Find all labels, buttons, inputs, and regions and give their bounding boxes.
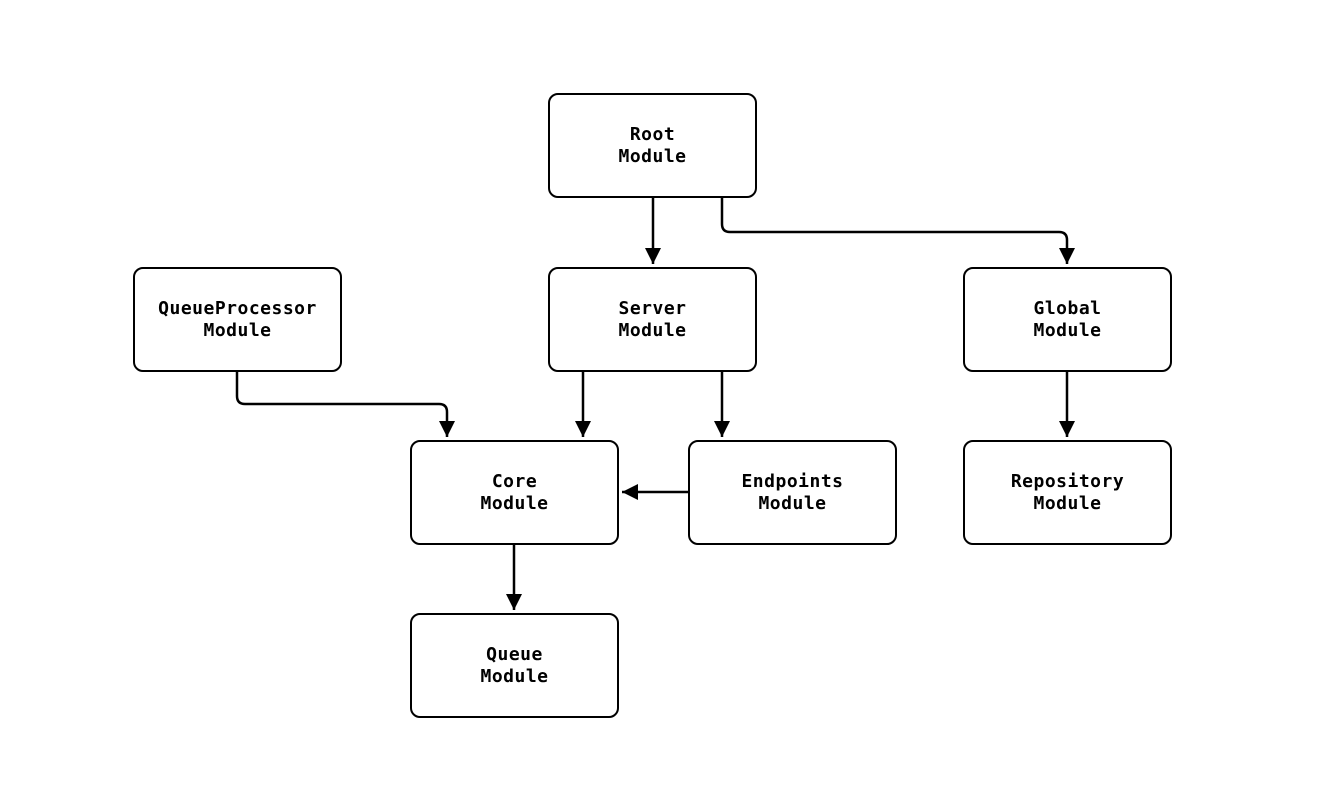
edge-queueprocessor-module-to-core-module — [235, 372, 455, 437]
node-core-module: Core Module — [410, 440, 619, 545]
node-global-module-label: Global Module — [1033, 297, 1102, 341]
edge-root-module-to-global-module — [720, 198, 1075, 264]
node-queue-module-label: Queue Module — [480, 643, 549, 687]
node-queueprocessor-module-label: QueueProcessor Module — [158, 297, 317, 341]
node-global-module: Global Module — [963, 267, 1172, 372]
node-repository-module: Repository Module — [963, 440, 1172, 545]
node-repository-module-label: Repository Module — [1010, 470, 1125, 514]
node-core-module-label: Core Module — [480, 470, 549, 514]
node-root-module-label: Root Module — [618, 123, 687, 167]
node-queue-module: Queue Module — [410, 613, 619, 718]
node-queueprocessor-module: QueueProcessor Module — [133, 267, 342, 372]
node-endpoints-module-label: Endpoints Module — [741, 470, 844, 514]
node-server-module-label: Server Module — [618, 297, 687, 341]
node-root-module: Root Module — [548, 93, 757, 198]
node-endpoints-module: Endpoints Module — [688, 440, 897, 545]
node-server-module: Server Module — [548, 267, 757, 372]
